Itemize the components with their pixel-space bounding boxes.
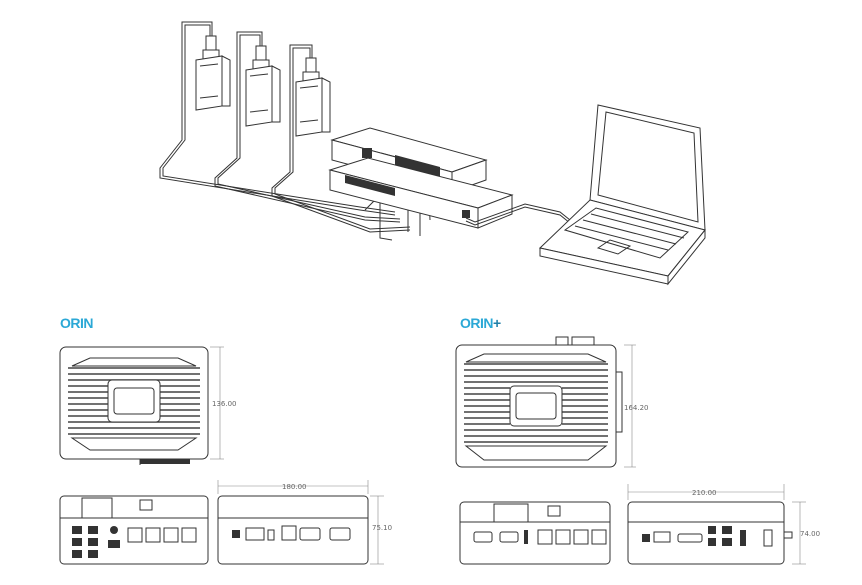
dimension-label: 210.00 <box>692 489 717 497</box>
orinplus-logo: ORIN+ <box>460 315 501 331</box>
dimension-label: 75.10 <box>372 524 392 532</box>
dimension-label: 164.20 <box>624 404 649 412</box>
sensor-device <box>295 57 331 137</box>
orinplus-front-view <box>459 501 611 565</box>
dimension-label: 180.00 <box>282 483 307 491</box>
orin-front-view <box>59 495 209 565</box>
laptop <box>538 104 706 286</box>
orin-unit-rack <box>328 157 514 229</box>
orinplus-top-view <box>455 336 623 468</box>
orin-side-view <box>217 495 369 565</box>
ethernet-cable <box>465 203 571 223</box>
dimension-label: 74.00 <box>800 530 820 538</box>
connection-diagram <box>159 21 706 286</box>
sensor-device <box>245 45 281 127</box>
sensor-device <box>195 35 231 111</box>
orin-logo: ORIN <box>60 315 93 331</box>
orinplus-section: ORIN+ <box>455 315 820 565</box>
orinplus-side-view <box>627 501 793 565</box>
dimension-label: 136.00 <box>212 400 237 408</box>
sensor-cables <box>159 21 431 241</box>
orin-top-view <box>59 346 209 465</box>
orin-section: ORIN <box>59 315 392 565</box>
